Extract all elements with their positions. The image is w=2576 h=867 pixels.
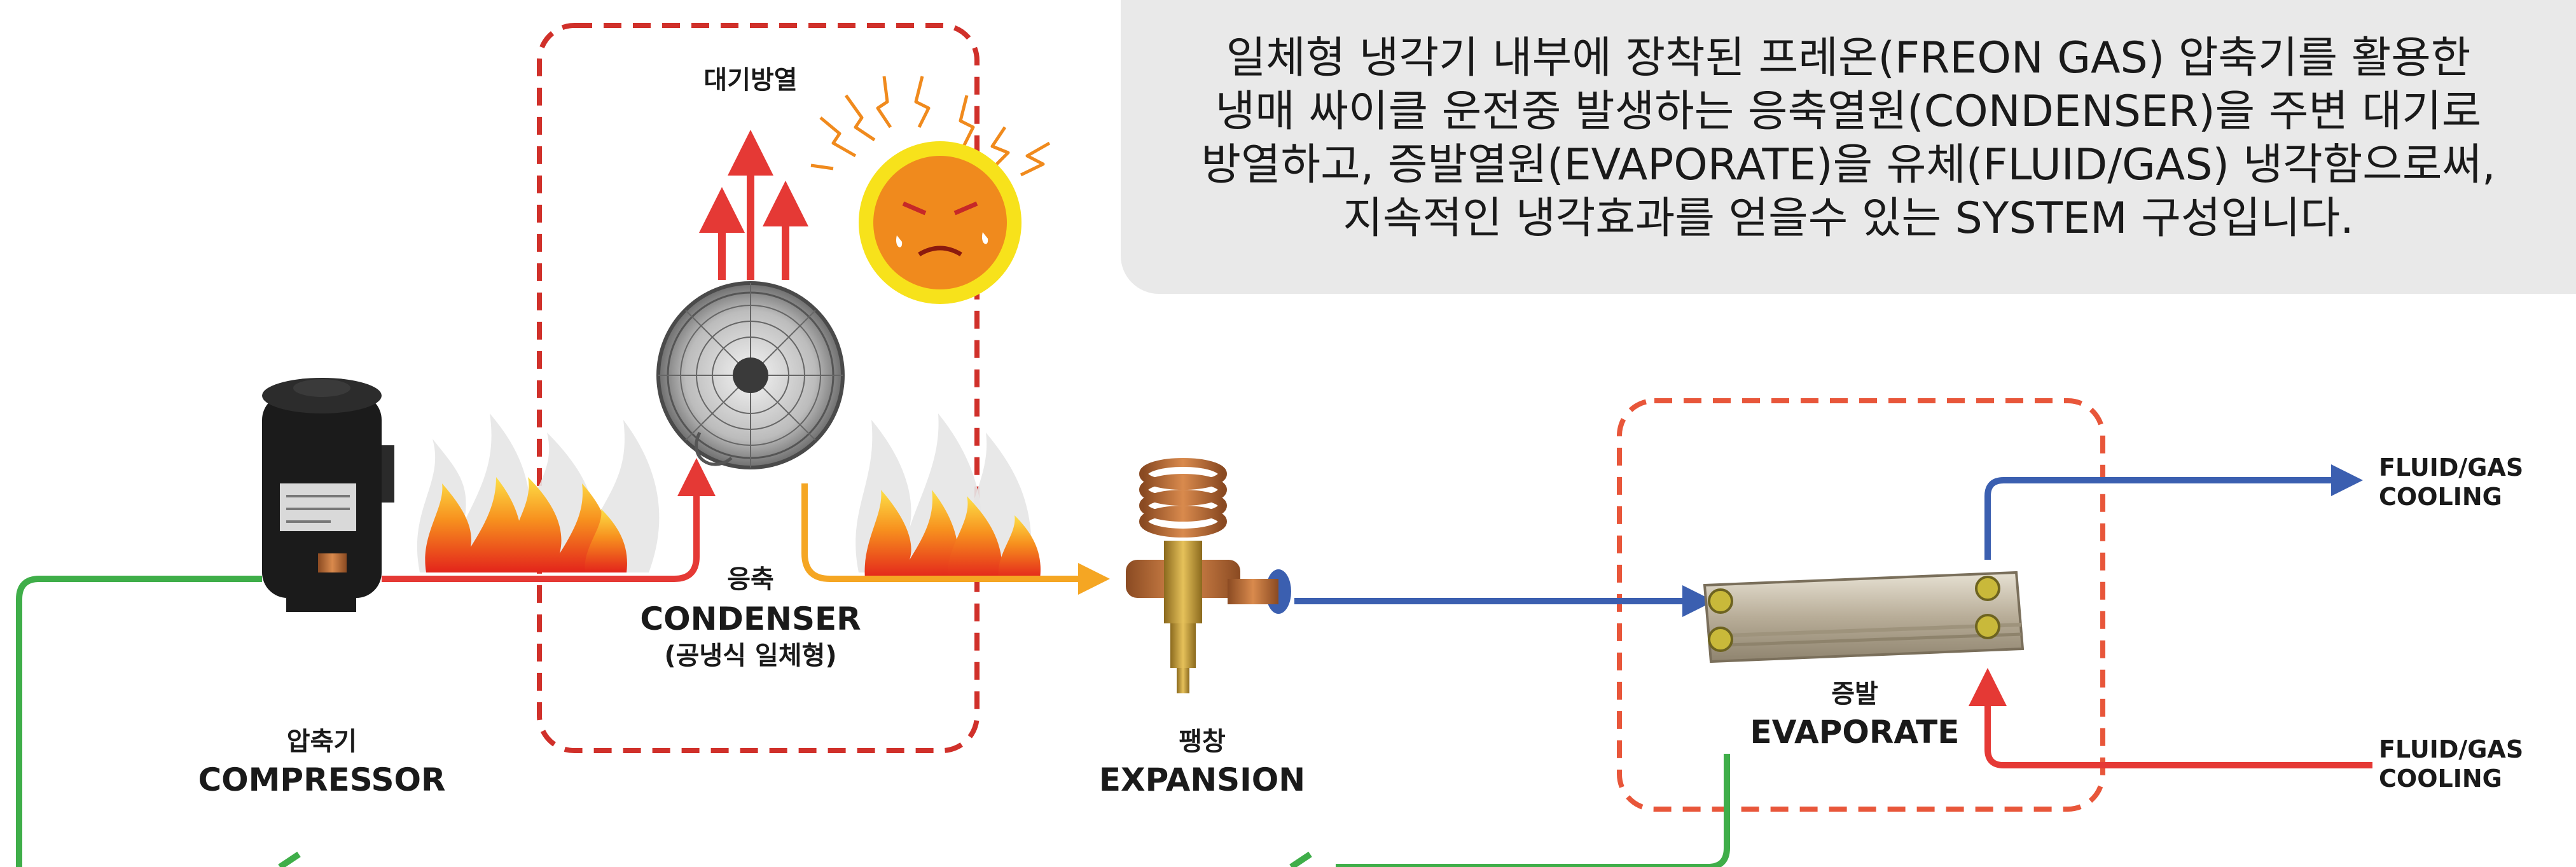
evaporator-label-en: EVAPORATE [1750, 714, 1960, 751]
evaporator-icon [1703, 571, 2025, 663]
condenser-label-en: CONDENSER [640, 600, 861, 637]
heat-release-arrows [699, 130, 808, 280]
condenser-boundary [537, 23, 980, 753]
compressor-label-en: COMPRESSOR [198, 761, 446, 798]
heat-flames-right [855, 413, 1041, 579]
fluid-output-bottom-label: FLUID/GAS COOLING [2379, 735, 2523, 793]
sun-icon [810, 76, 1051, 304]
fluid-output-top-line1: FLUID/GAS [2379, 454, 2524, 482]
evaporator-boundary [1617, 398, 2105, 812]
description-line: 지속적인 냉각효과를 얻을수 있는 SYSTEM 구성입니다. [1343, 193, 2354, 244]
fluid-output-bottom-line2: COOLING [2379, 765, 2502, 793]
expansion-label-ko: 팽창 [1179, 727, 1226, 756]
heat-flames-left [417, 413, 660, 572]
fluid-inlet-line [1969, 668, 2372, 768]
liquid-line [801, 483, 1110, 595]
return-arrow-tip [278, 851, 301, 867]
condenser-label-ko: 응축 [727, 565, 774, 594]
fluid-outlet-line [1984, 464, 2363, 560]
description-line: 냉매 싸이클 운전중 발생하는 응축열원(CONDENSER)을 주변 대기로 [1215, 87, 2482, 137]
description-text: 일체형 냉각기 내부에 장착된 프레온(FREON GAS) 압축기를 활용한 … [1121, 32, 2576, 246]
fluid-output-top-label: FLUID/GAS COOLING [2379, 453, 2523, 511]
fluid-output-bottom-line1: FLUID/GAS [2379, 735, 2524, 763]
compressor-icon [262, 378, 394, 612]
discharge-line [382, 458, 716, 582]
compressor-label-ko: 압축기 [286, 727, 357, 756]
description-panel [1121, 0, 2576, 294]
expansion-valve-icon [1126, 458, 1291, 693]
condenser-label-sub: (공냉식 일체형) [664, 641, 837, 670]
description-line: 일체형 냉각기 내부에 장착된 프레온(FREON GAS) 압축기를 활용한 [1226, 33, 2471, 83]
description-line: 방열하고, 증발열원(EVAPORATE)을 유체(FLUID/GAS) 냉각함… [1201, 140, 2496, 190]
return-arrow-tip [1289, 851, 1312, 867]
evaporator-label-ko: 증발 [1831, 679, 1878, 709]
expansion-label-en: EXPANSION [1098, 761, 1306, 798]
return-line-left [16, 576, 262, 867]
fluid-output-top-line2: COOLING [2379, 483, 2502, 511]
condenser-fan-icon [656, 281, 845, 469]
heat-release-label: 대기방열 [703, 66, 798, 95]
